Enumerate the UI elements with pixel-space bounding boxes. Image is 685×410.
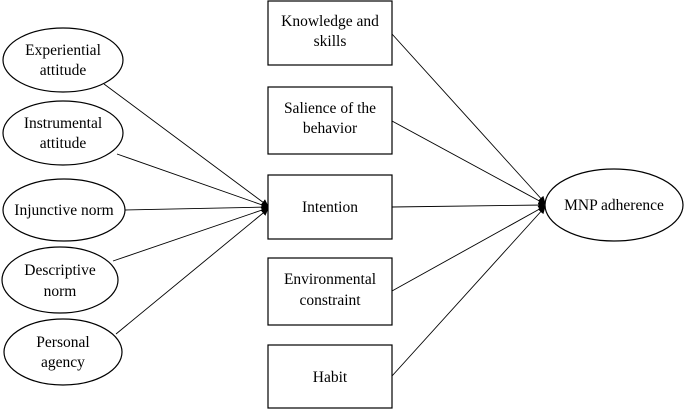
node-personal-agency-line1: Personal (36, 334, 89, 351)
node-injunctive-norm-label: Injunctive norm (14, 202, 113, 219)
node-salience-of-behavior-line2: behavior (303, 120, 358, 137)
node-instrumental-attitude-line1: Instrumental (24, 115, 102, 132)
edge-habit-to-mnp (391, 206, 546, 377)
node-environmental-constraint-line1: Environmental (284, 271, 376, 288)
edge-salience-to-mnp (391, 120, 546, 205)
node-knowledge-and-skills-line2: skills (314, 33, 347, 50)
edge-intention-to-mnp (391, 201, 546, 209)
edge-instrumental-to-intention (116, 153, 269, 209)
node-mnp-adherence-label: MNP adherence (564, 197, 664, 214)
node-descriptive-norm: Descriptive norm (1, 246, 119, 314)
node-environmental-constraint: Environmental constraint (267, 257, 393, 326)
node-experiential-attitude: Experiential attitude (2, 27, 124, 93)
node-habit-label: Habit (313, 369, 348, 386)
node-instrumental-attitude-line2: attitude (40, 135, 87, 152)
edge-descriptive-to-intention (112, 206, 269, 262)
node-knowledge-and-skills-line1: Knowledge and (281, 13, 379, 30)
node-salience-of-behavior: Salience of the behavior (267, 86, 393, 155)
node-habit: Habit (267, 344, 393, 409)
node-environmental-constraint-line2: constraint (299, 292, 361, 309)
node-personal-agency-line2: agency (41, 354, 85, 371)
node-injunctive-norm: Injunctive norm (2, 178, 126, 242)
node-descriptive-norm-line1: Descriptive (24, 262, 96, 279)
node-intention: Intention (267, 174, 393, 240)
edge-experiential-to-intention (103, 83, 269, 207)
edge-injunctive-to-intention (124, 203, 269, 211)
node-salience-of-behavior-line1: Salience of the (284, 100, 376, 117)
node-instrumental-attitude: Instrumental attitude (2, 100, 124, 166)
node-knowledge-and-skills: Knowledge and skills (267, 0, 393, 66)
node-personal-agency: Personal agency (3, 318, 123, 386)
node-experiential-attitude-line1: Experiential (25, 42, 101, 59)
edge-knowledge-to-mnp (391, 33, 546, 204)
node-intention-label: Intention (302, 199, 358, 216)
node-mnp-adherence: MNP adherence (544, 168, 684, 242)
edge-environmental-to-mnp (391, 205, 546, 292)
node-experiential-attitude-line2: attitude (40, 62, 87, 79)
node-descriptive-norm-line2: norm (44, 283, 77, 300)
edge-personal-agency-to-intention (115, 208, 269, 335)
